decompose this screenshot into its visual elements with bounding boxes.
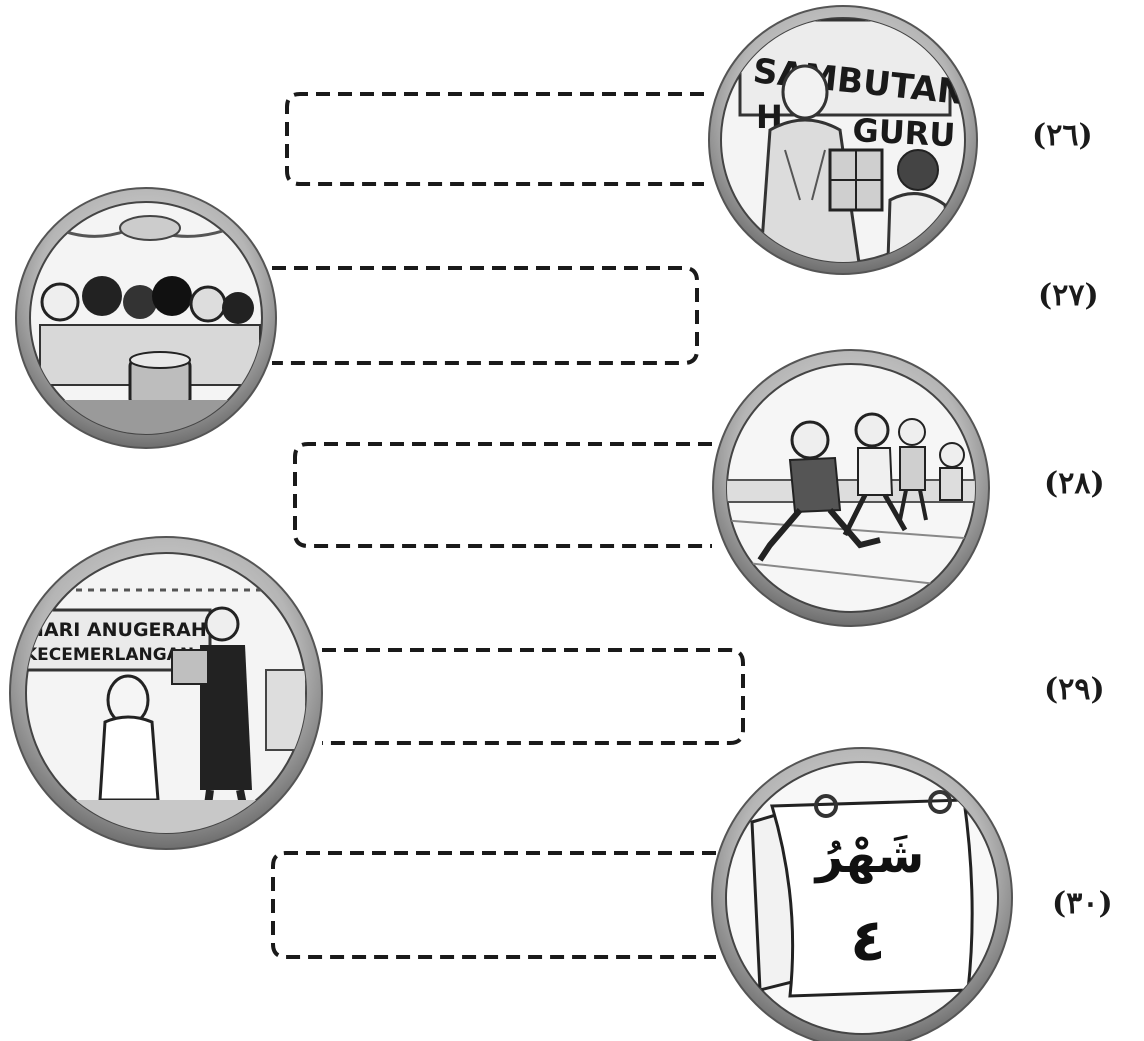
answer-box-28[interactable] bbox=[293, 442, 712, 548]
picture-birthday-party bbox=[15, 187, 277, 449]
picture-calendar-month: شَهْرُ ٤ bbox=[711, 747, 1013, 1041]
answer-box-29[interactable] bbox=[322, 648, 745, 745]
answer-box-26[interactable] bbox=[285, 92, 704, 186]
question-number-28: (٢٨) bbox=[1044, 466, 1105, 501]
answer-box-27[interactable] bbox=[272, 266, 699, 365]
question-number-29: (٢٩) bbox=[1044, 672, 1105, 707]
picture-sports-day bbox=[712, 349, 990, 627]
question-number-30: (٣٠) bbox=[1052, 886, 1113, 921]
question-number-27: (٢٧) bbox=[1038, 278, 1099, 313]
question-number-26: (٢٦) bbox=[1032, 118, 1093, 153]
award-banner-line1: HARI ANUGERAH bbox=[28, 619, 207, 641]
banner-text-line2-end: GURU bbox=[852, 111, 957, 154]
picture-teachers-day: SAMBUTAN H GURU bbox=[708, 5, 978, 275]
award-banner-line2: KECEMERLANGAN bbox=[24, 645, 194, 665]
calendar-month-number: ٤ bbox=[850, 906, 885, 974]
picture-award-day: HARI ANUGERAH KECEMERLANGAN bbox=[9, 536, 323, 850]
answer-box-30[interactable] bbox=[271, 851, 716, 959]
calendar-month-word: شَهْرُ bbox=[814, 828, 925, 884]
